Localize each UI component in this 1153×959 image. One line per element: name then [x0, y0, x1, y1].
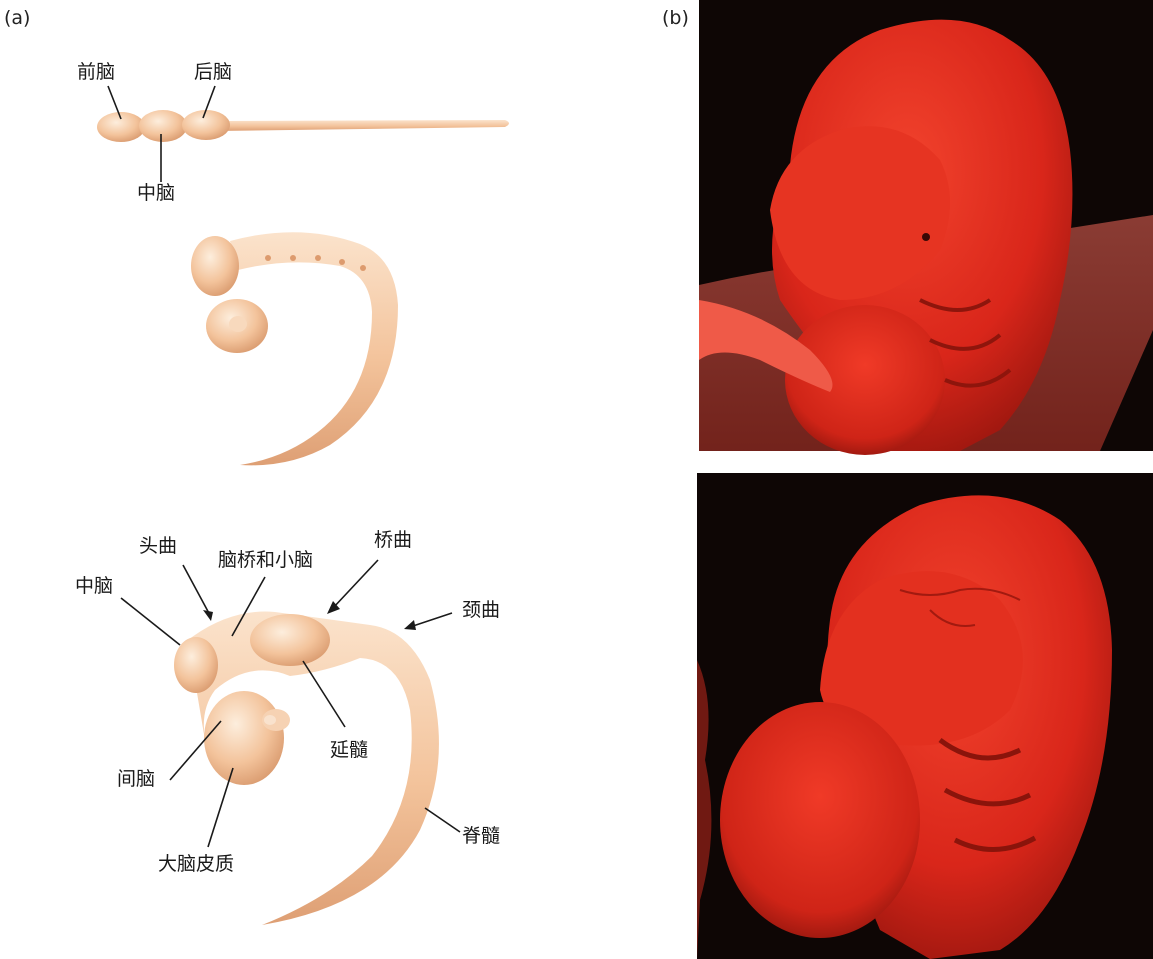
stage1-spinal-tube: [215, 120, 509, 131]
spinal-cord-leader: [424, 807, 461, 833]
photo-bottom-head-lobe: [820, 571, 1023, 746]
diencephalon-leader: [169, 720, 222, 781]
midbrain-label: 中脑: [75, 575, 113, 597]
forebrain-label: 前脑: [77, 61, 115, 83]
stage3-tube-body: [188, 611, 439, 925]
stage1-neural-tube: [97, 110, 509, 142]
cervical-flexure-arrowhead: [404, 620, 416, 630]
forebrain-vesicle: [97, 112, 145, 142]
cervical-flexure-arrow: [409, 612, 453, 628]
medulla-label: 延髓: [330, 739, 368, 761]
stage3-forebrain-bulb: [204, 691, 284, 785]
midbrain-leader: [120, 597, 181, 646]
photo-top-head-lobe: [770, 126, 950, 300]
cephalic-flexure-label: 头曲: [139, 535, 177, 557]
midbrain-label-top: 中脑: [137, 182, 175, 204]
photo-bottom-arch-folds: [938, 737, 1037, 852]
hindbrain-label: 后脑: [194, 61, 232, 83]
photo-bottom-membrane: [697, 660, 712, 959]
cervical-flexure-label: 颈曲: [462, 599, 500, 621]
photo-top-limb: [699, 300, 833, 392]
stage3-pons-bulge: [250, 614, 330, 666]
stage3-flexed-brain: [174, 611, 439, 925]
pontine-flexure-label: 桥曲: [374, 529, 412, 551]
embryo-photo-bottom: [697, 473, 1153, 959]
pontine-flexure-arrowhead: [327, 601, 340, 614]
photo-top-arch-folds: [919, 298, 1012, 388]
photo-top-heart-bulge: [785, 305, 945, 455]
photo-bottom-surface-veins: [899, 587, 1021, 627]
stage2-head-bulb: [191, 236, 239, 296]
embryo-photo-top: [699, 0, 1153, 455]
hindbrain-vesicle: [182, 110, 230, 140]
hindbrain-leader: [202, 85, 216, 119]
cortex-leader: [207, 767, 234, 848]
stage3-midbrain-bulb: [174, 637, 218, 693]
medulla-leader: [302, 660, 346, 728]
stage2-eye-bud: [229, 316, 247, 332]
panel-a-letter: (a): [4, 7, 30, 29]
cerebral-cortex-label: 大脑皮质: [158, 853, 234, 875]
pons-leader: [231, 576, 266, 637]
panel-b-letter: (b): [662, 7, 689, 29]
midbrain-vesicle: [139, 110, 187, 142]
spinal-cord-label: 脊髓: [462, 825, 500, 847]
photo-bottom-heart-bulge: [720, 702, 920, 938]
cephalic-flexure-arrow: [182, 564, 212, 618]
stage3-eye-inner: [264, 715, 276, 725]
photo-top-eye-pit: [922, 233, 930, 241]
stage2-curved-tube: [191, 232, 398, 466]
forebrain-leader: [107, 85, 122, 120]
diencephalon-label: 间脑: [117, 768, 155, 790]
pons-cerebellum-label: 脑桥和小脑: [218, 549, 313, 571]
cephalic-flexure-arrowhead: [203, 610, 213, 621]
stage2-tube-body: [230, 232, 398, 466]
pontine-flexure-arrow: [332, 559, 379, 609]
stage2-somites: [265, 255, 366, 271]
